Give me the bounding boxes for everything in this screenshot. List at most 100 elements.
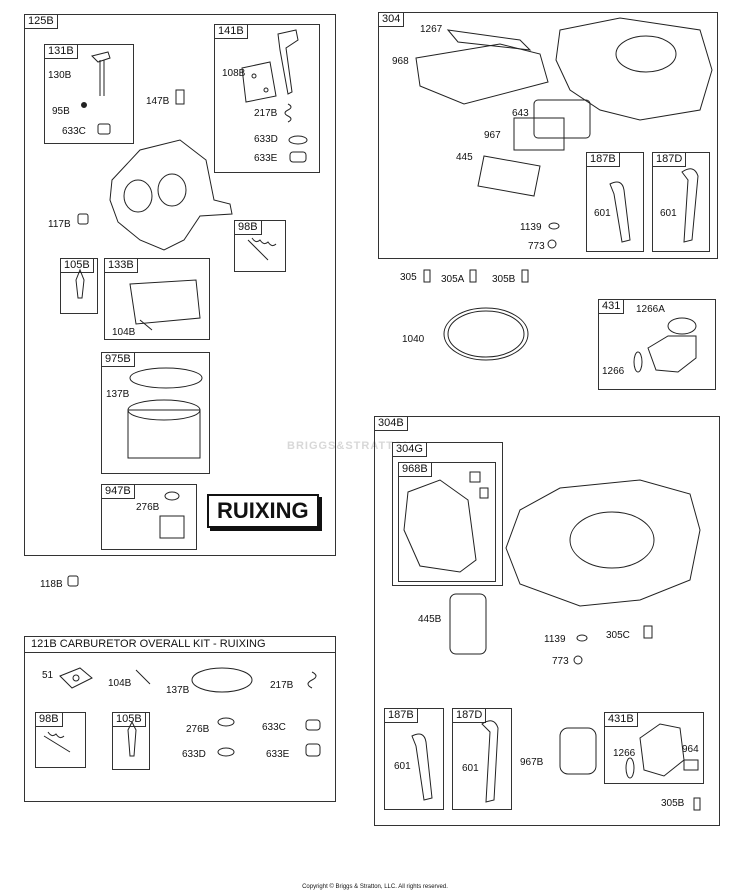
group-131B: 131B [44, 44, 134, 144]
label-137B: 137B [106, 389, 130, 400]
plate-108B-icon [241, 61, 277, 103]
group-187D: 187D [652, 152, 710, 252]
brand-logo: RUIXING [207, 494, 319, 528]
washer-633D-icon [217, 747, 235, 757]
needle-valve-icon [75, 268, 85, 299]
label-130B: 130B [48, 70, 72, 81]
group-187B-2: 187B [384, 708, 444, 810]
group-tag: 125B [25, 15, 58, 29]
washer-1139-icon [548, 222, 560, 230]
screw-147B-icon [175, 89, 185, 105]
needle-valve-icon [127, 720, 137, 757]
label-1266: 1266 [602, 366, 625, 377]
group-tag: 141B [215, 25, 248, 39]
elbow-icon [647, 335, 697, 373]
kit-label-633D: 633D [182, 749, 206, 760]
group-tag: 131B [45, 45, 78, 59]
carburetor-icon [109, 139, 233, 251]
label-445B: 445B [418, 614, 442, 625]
air-filter-1267-icon [446, 29, 532, 51]
choke-shaft-icon [277, 29, 299, 95]
label-118B: 118B [40, 579, 63, 590]
throttle-shaft-icon [91, 51, 111, 96]
label-276B: 276B [136, 502, 160, 513]
group-133B: 133B [104, 258, 210, 340]
group-968B: 968B [398, 462, 496, 582]
tube-601a-icon [609, 181, 631, 243]
label-633E: 633E [254, 153, 278, 164]
label-104B: 104B [112, 327, 136, 338]
label-445: 445 [456, 152, 473, 163]
group-tag: 431B [605, 713, 638, 727]
label-773b: 773 [552, 656, 569, 667]
kit-group-98B: 98B [35, 712, 86, 768]
tube-601d-icon [481, 720, 499, 803]
gasket-276B-icon [217, 717, 235, 727]
bolt-305-icon [423, 269, 431, 283]
group-tag: 968B [399, 463, 432, 477]
label-305C: 305C [606, 630, 630, 641]
bushing-633E-icon [289, 151, 307, 163]
elbow-431B-icon [639, 723, 685, 777]
kit-label-137B: 137B [166, 685, 190, 696]
group-431B: 431B [604, 712, 704, 784]
gasket-276B-icon [164, 491, 180, 501]
washer-1139b-icon [576, 634, 588, 642]
label-305: 305 [400, 272, 417, 283]
group-125B: 125B [24, 14, 336, 556]
group-975B: 975B [101, 352, 210, 474]
kit-label-51: 51 [42, 670, 54, 681]
group-98B: 98B [234, 220, 286, 272]
filter-445B-icon [449, 593, 487, 655]
blower-housing-icon [555, 17, 713, 121]
kit-label-633E: 633E [266, 749, 290, 760]
ring-1040-icon [443, 307, 529, 361]
group-tag: 187B [587, 153, 620, 167]
label-601b: 601 [660, 208, 677, 219]
label-601c: 601 [394, 761, 411, 772]
gasket-1266-icon [633, 351, 643, 373]
group-tag: 133B [105, 259, 138, 273]
bolt-773b-icon [573, 655, 583, 665]
gasket-51-icon [59, 667, 93, 689]
label-773: 773 [528, 241, 545, 252]
group-tag: 98B [235, 221, 262, 235]
label-217B: 217B [254, 108, 278, 119]
air-cleaner-cover-968B-icon [403, 479, 477, 573]
group-187D-2: 187D [452, 708, 512, 810]
label-601d: 601 [462, 763, 479, 774]
gasket-1266A-icon [667, 317, 697, 335]
gasket-137B-icon [191, 667, 253, 693]
group-947B: 947B [101, 484, 197, 550]
group-tag: 187D [453, 709, 487, 723]
kit-title: 121B CARBURETOR OVERALL KIT - RUIXING [25, 637, 335, 653]
label-967B: 967B [520, 757, 544, 768]
group-187B: 187B [586, 152, 644, 252]
group-304B: 304B [374, 416, 720, 826]
label-964: 964 [682, 744, 699, 755]
label-95B: 95B [52, 106, 70, 117]
group-tag: 98B [36, 713, 63, 727]
insert-964-icon [683, 759, 699, 771]
gasket-1266b-icon [625, 757, 635, 779]
group-tag: 105B [113, 713, 146, 727]
label-1139: 1139 [520, 222, 542, 233]
carburetor-kit-box: 121B CARBURETOR OVERALL KIT - RUIXING [24, 636, 336, 802]
screw-icon [81, 102, 87, 108]
group-tag: 187B [385, 709, 418, 723]
group-tag: 304G [393, 443, 427, 457]
label-1266A: 1266A [636, 304, 665, 315]
copyright: Copyright © Briggs & Stratton, LLC. All … [302, 884, 448, 890]
group-304G: 304G [392, 442, 503, 586]
label-967: 967 [484, 130, 501, 141]
bolt-305A-icon [469, 269, 477, 283]
label-968: 968 [392, 56, 409, 67]
label-1266b: 1266 [613, 748, 636, 759]
group-tag: 431 [599, 300, 625, 314]
spring-217B-icon [284, 103, 292, 123]
idle-screw-icon [43, 731, 71, 753]
